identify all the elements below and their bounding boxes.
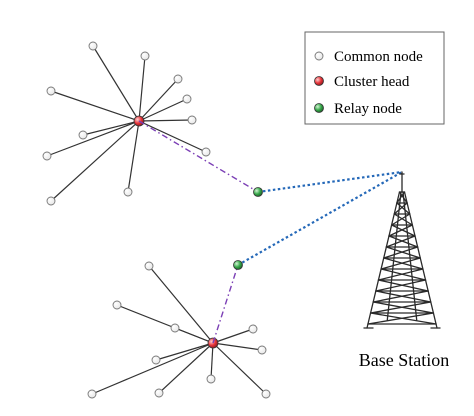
common-node-icon <box>46 196 56 206</box>
cluster-head-icon <box>314 76 324 86</box>
common-node-icon <box>206 374 216 384</box>
common-node-icon <box>42 151 52 161</box>
cluster2-to-relay2-link <box>212 264 239 344</box>
legend-item-cluster: Cluster head <box>314 74 410 90</box>
common-node-icon <box>261 389 271 399</box>
cluster-1-spokes <box>46 45 207 202</box>
common-node-icon <box>314 51 324 61</box>
relay1-to-base-link <box>257 170 403 194</box>
common-node-icon <box>257 345 267 355</box>
common-node-icon <box>201 147 211 157</box>
cluster-2-spokes <box>91 265 267 395</box>
cluster-link <box>50 120 140 202</box>
cluster-link <box>158 342 214 394</box>
cluster-link <box>138 55 146 122</box>
legend-label-relay: Relay node <box>334 101 402 117</box>
relay-node-icon <box>233 260 243 270</box>
cluster-link <box>212 342 263 351</box>
common-node-icon <box>46 86 56 96</box>
cluster-link <box>82 120 140 136</box>
cluster-link <box>174 327 214 344</box>
cluster-link <box>138 120 207 153</box>
cluster-link <box>212 328 254 344</box>
cluster-link <box>50 90 140 122</box>
cluster-link <box>46 120 140 157</box>
common-node-icon <box>173 74 183 84</box>
cluster-2 <box>87 261 271 399</box>
legend-item-common: Common node <box>314 49 423 65</box>
legend-label-cluster: Cluster head <box>334 74 410 90</box>
common-node-icon <box>78 130 88 140</box>
common-node-icon <box>123 187 133 197</box>
cluster-link <box>127 120 140 193</box>
cluster1-to-relay1-link <box>138 120 259 193</box>
common-node-icon <box>248 324 258 334</box>
multi-hop-links <box>138 120 403 344</box>
common-node-icon <box>88 41 98 51</box>
base-station-label: Base Station <box>359 350 450 370</box>
cluster-2-common-nodes <box>87 261 271 399</box>
cluster-1-common-nodes <box>42 41 211 206</box>
common-node-icon <box>87 389 97 399</box>
common-node-icon <box>140 51 150 61</box>
relay-node-icon <box>314 103 324 113</box>
cluster-link <box>138 98 188 122</box>
cluster-link <box>148 265 214 344</box>
base-station-tower-icon <box>363 171 441 329</box>
cluster-link <box>210 342 214 380</box>
legend-item-relay: Relay node <box>314 101 402 117</box>
common-node-icon <box>170 323 180 333</box>
common-node-icon <box>151 355 161 365</box>
legend: Common node Cluster head Relay node <box>304 31 445 125</box>
cluster-link <box>212 342 267 395</box>
cluster-link <box>138 119 193 122</box>
cluster-link <box>138 78 179 122</box>
common-node-icon <box>182 94 192 104</box>
common-node-icon <box>144 261 154 271</box>
cluster-link <box>91 342 214 395</box>
relay2-to-base-link <box>237 171 403 266</box>
cluster-link <box>155 342 214 361</box>
relay-node-icon <box>253 187 263 197</box>
cluster-link <box>92 45 140 122</box>
common-node-icon <box>112 300 122 310</box>
common-node-icon <box>187 115 197 125</box>
legend-label-common: Common node <box>334 49 423 65</box>
cluster-1 <box>42 41 211 206</box>
legend-box <box>304 31 445 125</box>
common-node-icon <box>154 388 164 398</box>
